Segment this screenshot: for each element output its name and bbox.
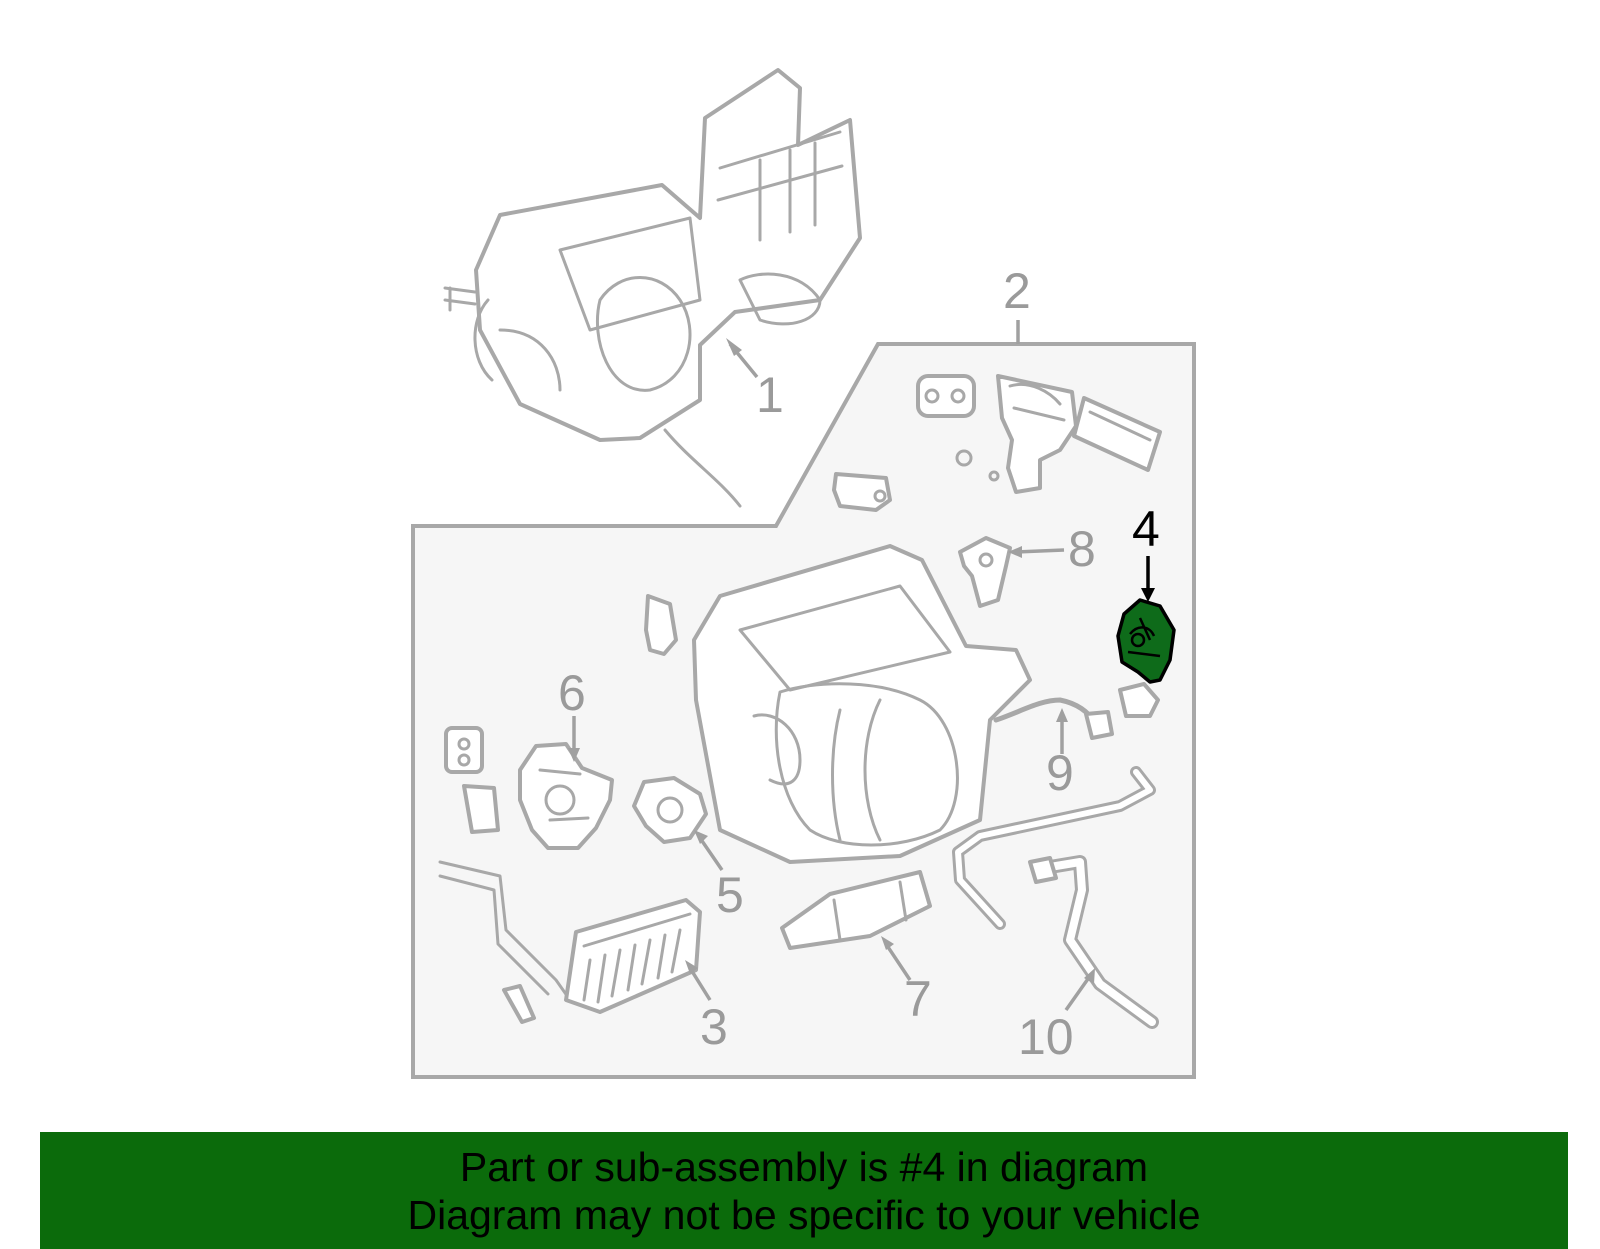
callout-3: 3 [700, 999, 728, 1055]
arrowhead-9 [1056, 708, 1068, 722]
part-o-ring[interactable] [955, 449, 973, 467]
part-mount-b[interactable] [462, 784, 500, 834]
part-8[interactable] [958, 536, 1012, 608]
arrowhead-3 [685, 960, 698, 974]
leader-line-7 [884, 943, 912, 981]
part-o-ring-small[interactable] [988, 470, 1000, 482]
part-drain-hose[interactable] [952, 766, 1156, 930]
arrowhead-7 [881, 936, 894, 950]
leader-line-10 [1064, 974, 1092, 1012]
arrowhead-8 [1008, 546, 1022, 558]
arrowhead-1 [726, 338, 742, 356]
banner-line-disclaimer: Diagram may not be specific to your vehi… [407, 1192, 1201, 1238]
part-7[interactable] [780, 870, 932, 950]
callout-4: 4 [1132, 501, 1160, 557]
callout-10: 10 [1018, 1009, 1074, 1065]
part-bracket[interactable] [832, 472, 892, 512]
part-mount-a[interactable] [444, 726, 484, 774]
part-4-highlighted[interactable] [1116, 598, 1176, 684]
part-9-wire-harness[interactable] [993, 682, 1160, 740]
leader-line-5 [698, 837, 724, 871]
arrowhead-5 [694, 830, 708, 844]
callout-8: 8 [1068, 521, 1096, 577]
part-5[interactable] [632, 776, 708, 844]
callout-6: 6 [558, 665, 586, 721]
part-clip-top[interactable] [644, 594, 678, 656]
callout-2: 2 [1003, 263, 1031, 319]
info-banner: Part or sub-assembly is #4 in diagram Di… [40, 1132, 1568, 1249]
callout-9: 9 [1046, 745, 1074, 801]
part-housing[interactable] [692, 544, 1032, 864]
part-6[interactable] [518, 742, 614, 850]
part-3-heater-core[interactable] [438, 860, 702, 1024]
part-1-hvac-unit[interactable] [443, 68, 862, 508]
part-10-hose[interactable] [1028, 855, 1159, 1029]
arrowhead-10 [1084, 968, 1095, 984]
part-filter[interactable] [1072, 396, 1162, 472]
callout-1: 1 [756, 367, 784, 423]
arrowhead-4 [1141, 588, 1155, 602]
arrowhead-6 [568, 748, 580, 762]
leader-line-3 [688, 967, 712, 1001]
banner-line-part-number: Part or sub-assembly is #4 in diagram [459, 1144, 1149, 1190]
part-clamp[interactable] [916, 374, 976, 418]
part-expansion-valve[interactable] [996, 374, 1078, 494]
leader-line-8 [1015, 548, 1065, 554]
callout-5: 5 [716, 867, 744, 923]
callout-7: 7 [904, 971, 932, 1027]
